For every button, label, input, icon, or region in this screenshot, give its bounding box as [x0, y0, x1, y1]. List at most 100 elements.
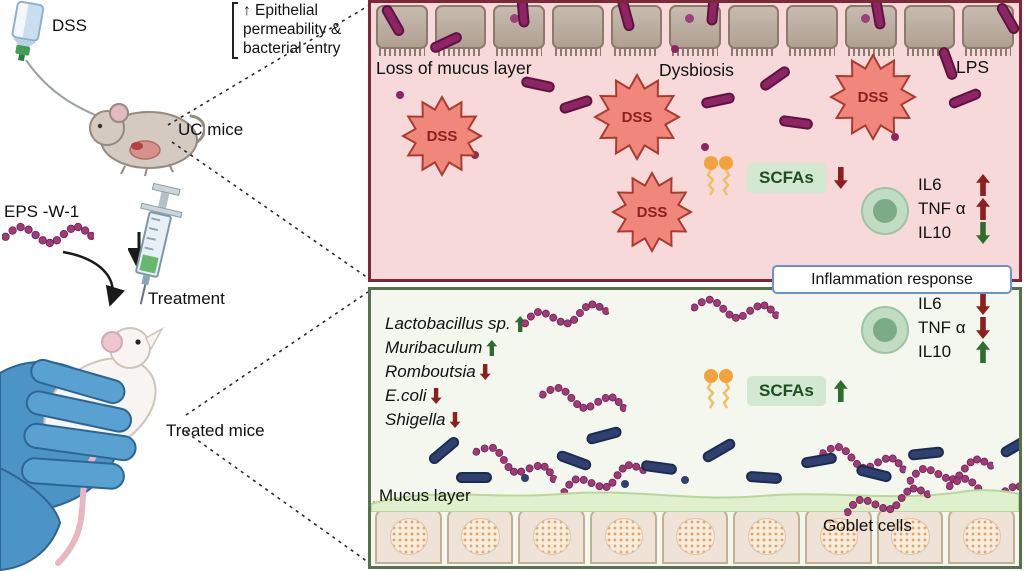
- mucus-layer-band: [371, 489, 1019, 512]
- microbe-name: Shigella: [385, 410, 446, 429]
- trend-arrow: [431, 388, 442, 404]
- trend-arrow: [976, 198, 990, 220]
- uc-panel: Loss of mucus layer Dysbiosis LPS DSS DS…: [368, 0, 1022, 282]
- trend-arrow: [514, 316, 526, 332]
- cytokine-group-uc: IL6 TNF α IL10: [861, 173, 990, 245]
- scfa-group-treated: SCFAs: [699, 368, 848, 414]
- trend-arrow: [976, 341, 990, 363]
- microbe-name: Lactobacillus sp.: [385, 314, 511, 333]
- trend-arrow: [833, 380, 848, 402]
- annotation-bracket: [232, 2, 238, 59]
- scfa-icon: [699, 155, 739, 201]
- microbe-row: Romboutsia: [385, 360, 526, 384]
- epithelial-cell: [786, 5, 839, 56]
- epithelial-cell: [610, 5, 663, 56]
- epithelium-top: [373, 5, 1017, 56]
- inflammation-response-box: Inflammation response: [772, 265, 1012, 294]
- trend-arrow: [450, 412, 461, 428]
- cytokine-label: IL6: [918, 175, 942, 194]
- cytokine-label: IL10: [918, 223, 952, 242]
- goblet-cell: [518, 508, 586, 564]
- dss-starburst: DSS: [401, 95, 483, 177]
- blue-bacterium-icon: [998, 431, 1019, 460]
- loss-of-mucus-label: Loss of mucus layer: [376, 58, 532, 78]
- blue-bacterium-icon: [555, 449, 593, 472]
- epithelial-cell: [727, 5, 780, 56]
- microbe-name: E.coli: [385, 386, 427, 405]
- blue-bacterium-icon: [800, 451, 838, 470]
- epithelium-bottom: [373, 501, 1017, 564]
- trend-arrow: [486, 340, 498, 356]
- eps-chain-icon: [690, 293, 780, 326]
- cytokine-label: IL6: [918, 294, 942, 313]
- cytokine-label: TNF α: [918, 199, 966, 218]
- microbe-name: Romboutsia: [385, 362, 476, 381]
- dss-starburst: DSS: [829, 53, 917, 141]
- goblet-cell: [805, 508, 872, 564]
- epithelial-cell: [551, 5, 604, 56]
- purple-coccus-icon: [396, 91, 404, 99]
- trend-arrow: [480, 364, 491, 380]
- scfa-icon: [699, 368, 739, 414]
- cytokine-label: TNF α: [918, 318, 966, 337]
- scfa-badge: SCFAs: [747, 163, 826, 193]
- microbe-row: Lactobacillus sp.: [385, 312, 526, 336]
- trend-arrow: [976, 317, 990, 339]
- purple-coccus-icon: [671, 45, 679, 53]
- eps-chain-icon: [520, 298, 610, 334]
- purple-bacterium-icon: [558, 94, 594, 115]
- trend-arrow: [976, 293, 990, 315]
- goblet-cell: [446, 508, 514, 564]
- eps-chain-icon: [2, 222, 94, 248]
- eps-chain-icon: [538, 381, 629, 420]
- cytokine-group-treated: IL6 TNF α IL10: [861, 292, 990, 364]
- curved-arrow-icon: [62, 250, 125, 307]
- blue-coccus-icon: [621, 480, 629, 488]
- gloved-hand-mouse-illustration: [0, 327, 164, 571]
- dss-starburst: DSS: [611, 171, 693, 253]
- goblet-cell: [590, 508, 657, 564]
- blue-coccus-icon: [521, 474, 529, 482]
- permeability-annotation: ↑ Epithelial permeability & bacterial en…: [243, 2, 342, 57]
- purple-coccus-icon: [701, 143, 709, 151]
- goblet-cell: [876, 508, 944, 564]
- trend-arrow: [976, 174, 990, 196]
- blue-bacterium-icon: [456, 472, 492, 483]
- purple-bacterium-icon: [757, 64, 793, 93]
- purple-bacterium-icon: [947, 87, 983, 110]
- purple-coccus-icon: [891, 133, 899, 141]
- purple-bacterium-icon: [778, 114, 814, 131]
- goblet-cells-label: Goblet cells: [823, 516, 912, 535]
- blue-bacterium-icon: [426, 434, 462, 467]
- microbe-row: Muribaculum: [385, 336, 526, 360]
- scfa-badge: SCFAs: [747, 376, 826, 406]
- microbe-row: Shigella: [385, 408, 526, 432]
- microbe-row: E.coli: [385, 384, 526, 408]
- eps-label: EPS -W-1: [4, 202, 80, 221]
- lps-label: LPS: [956, 57, 990, 77]
- blue-bacterium-icon: [700, 436, 738, 465]
- microbe-name: Muribaculum: [385, 338, 483, 357]
- goblet-cell: [375, 508, 442, 564]
- epithelial-cell: [845, 5, 897, 56]
- epithelial-cell: [903, 5, 956, 56]
- microbe-list: Lactobacillus sp. Muribaculum Romboutsia…: [385, 312, 526, 432]
- scfa-group-uc: SCFAs: [699, 155, 848, 201]
- goblet-cell: [661, 508, 729, 564]
- cytokine-label: IL10: [918, 342, 952, 361]
- goblet-cell: [948, 508, 1016, 564]
- dss-bottle-label: DSS: [52, 16, 87, 35]
- blue-coccus-icon: [681, 476, 689, 484]
- treated-panel: Lactobacillus sp. Muribaculum Romboutsia…: [368, 287, 1022, 569]
- epithelial-cell: [962, 5, 1015, 56]
- immune-cell-icon: [861, 187, 909, 235]
- purple-bacterium-icon: [516, 3, 530, 28]
- trend-arrow: [834, 167, 848, 189]
- mucus-layer-label: Mucus layer: [379, 486, 471, 505]
- dysbiosis-label: Dysbiosis: [659, 60, 734, 80]
- immune-cell-icon: [861, 306, 909, 354]
- purple-bacterium-icon: [700, 91, 736, 110]
- blue-bacterium-icon: [585, 425, 623, 446]
- goblet-cell: [733, 508, 801, 564]
